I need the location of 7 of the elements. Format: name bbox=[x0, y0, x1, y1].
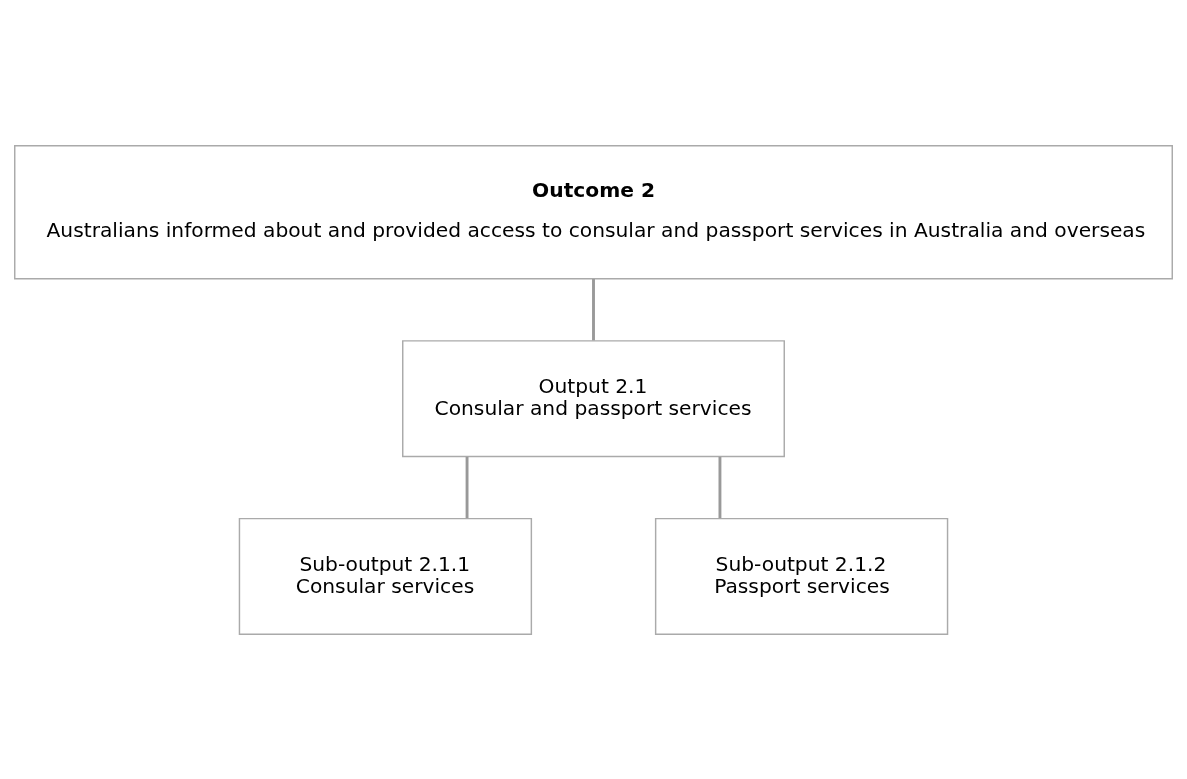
connector bbox=[465, 456, 469, 518]
node-box: Output 2.1 Consular and passport services bbox=[402, 339, 785, 457]
connector bbox=[718, 456, 722, 518]
connector bbox=[592, 278, 595, 340]
node-box: Sub-output 2.1.2 Passport services bbox=[654, 517, 949, 635]
node-box: Outcome 2 Australians informed about and provided access to consular and passport services in Australia and overseas bbox=[14, 144, 1173, 279]
node-box: Sub-output 2.1.1 Consular services bbox=[238, 517, 533, 635]
